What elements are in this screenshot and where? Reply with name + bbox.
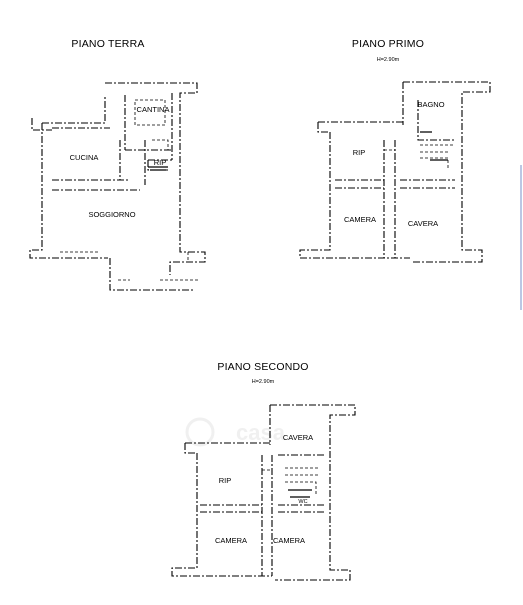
- second-room-camera-1: CAMERA: [215, 536, 247, 545]
- first-room-bagno: BAGNO: [417, 100, 444, 109]
- second-room-camera-top: CAVERA: [283, 433, 313, 442]
- watermark-icon: [185, 417, 215, 447]
- second-wall-inner: [262, 467, 320, 495]
- plan-ground-floor: PIANO TERRA CANTINA CUCINA RIP SOGGIORNO: [29, 38, 206, 291]
- first-wall-inner: [384, 144, 455, 170]
- ground-wall-bottom: [60, 251, 200, 281]
- first-floor-height: H=2.90m: [377, 57, 400, 63]
- ground-room-soggiorno: SOGGIORNO: [88, 210, 135, 219]
- watermark-text: casa: [236, 420, 286, 445]
- second-wall-outline: [171, 404, 356, 581]
- first-room-camera-1: CAMERA: [344, 215, 376, 224]
- second-wall-partition: [200, 454, 325, 576]
- second-stair-mark: [288, 489, 312, 498]
- first-room-camera-2: CAVERA: [408, 219, 438, 228]
- plan-first-floor: PIANO PRIMO H=2.90m BAGNO RIP CAMERA CAV…: [299, 38, 491, 263]
- ground-room-cantina: CANTINA: [137, 105, 170, 114]
- ground-wall-outline: [29, 82, 206, 291]
- second-room-camera-2: CAMERA: [273, 536, 305, 545]
- ground-wall-outline-2: [31, 93, 173, 171]
- first-stair-mark: [420, 131, 448, 161]
- ground-wall-inner: [134, 99, 169, 150]
- first-wall-outline: [299, 81, 491, 263]
- second-room-rip: RIP: [219, 476, 232, 485]
- first-room-rip: RIP: [353, 148, 366, 157]
- ground-room-cucina: CUCINA: [70, 153, 99, 162]
- watermark: casa: [185, 417, 286, 447]
- second-floor-title: PIANO SECONDO: [217, 361, 308, 373]
- first-floor-title: PIANO PRIMO: [352, 38, 424, 50]
- plan-second-floor: casa PIANO SECONDO H=2.90m CAVERA RIP WC…: [171, 361, 356, 581]
- ground-stair-mark: [148, 166, 168, 171]
- first-wall-partition: [335, 100, 455, 258]
- second-room-wc: WC: [298, 499, 307, 505]
- ground-room-rip: RIP: [154, 158, 167, 167]
- ground-wall-partition: [52, 140, 146, 191]
- second-floor-height: H=2.90m: [252, 379, 275, 385]
- ground-floor-title: PIANO TERRA: [71, 38, 144, 50]
